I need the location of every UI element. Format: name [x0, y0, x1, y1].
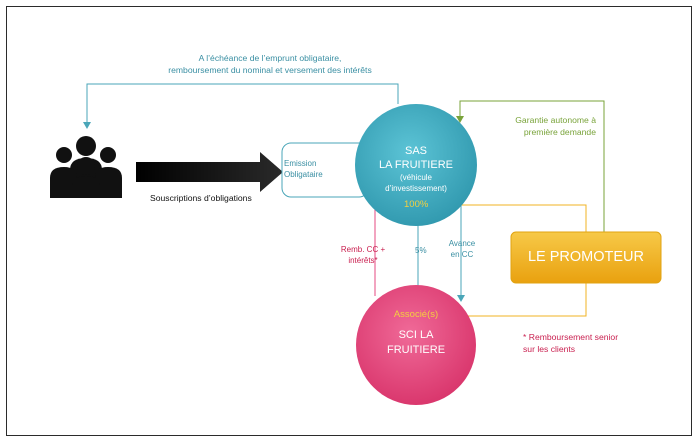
subscription-caption: Souscriptions d’obligations [150, 193, 252, 203]
repayment-connector [83, 83, 399, 129]
reimbursement-line1: Remb. CC + [340, 245, 386, 254]
sas-percentage: 100% [404, 199, 429, 210]
promoteur-associes-connector [447, 282, 587, 320]
emission-line1: Emission [284, 159, 317, 168]
top-note-line2: remboursement du nominal et versement de… [168, 65, 372, 75]
top-note: A l’échéance de l’emprunt obligataire, r… [130, 52, 410, 76]
sci-circle [356, 285, 476, 405]
sci-line1: SCI LA [398, 329, 434, 341]
sas-title: SAS [404, 145, 427, 157]
sci-label: SCI LA FRUITIERE [356, 328, 476, 358]
advance-line1: Avance [448, 239, 476, 248]
sas-circle [355, 104, 477, 226]
five-pct-label: 5% [415, 246, 427, 255]
footnote-line1: * Remboursement senior [523, 332, 619, 342]
sas-label: SAS LA FRUITIERE (véhicule d’investissem… [360, 144, 472, 194]
advance-line2: en CC [450, 250, 474, 259]
sas-note-line1: (véhicule [399, 173, 432, 182]
guarantee-connector [456, 100, 605, 232]
promoteur-label: LE PROMOTEUR [527, 249, 644, 265]
guarantee-line2: première demande [523, 127, 596, 137]
advance-label: Avance en CC [444, 238, 480, 260]
top-note-line1: A l’échéance de l’emprunt obligataire, [198, 53, 342, 63]
sas-note-line2: d’investissement) [385, 184, 447, 193]
footnote-line2: sur les clients [523, 344, 576, 354]
emission-label: Emission Obligataire [284, 158, 350, 180]
footnote: * Remboursement senior sur les clients [523, 331, 618, 355]
promoteur-sas-connector [445, 201, 587, 232]
promoteur-box-shape [510, 231, 662, 284]
sci-line2: FRUITIERE [386, 344, 446, 356]
subscription-arrow [136, 152, 283, 192]
sas-name: LA FRUITIERE [379, 159, 453, 171]
reimbursement-label: Remb. CC + intérêts* [335, 244, 391, 266]
guarantee-label: Garantie autonome à première demande [501, 114, 596, 138]
sci-associes: Associé(s) [393, 309, 439, 320]
emission-line2: Obligataire [284, 170, 323, 179]
people-group-icon [50, 136, 122, 198]
guarantee-line1: Garantie autonome à [515, 115, 596, 125]
reimbursement-line2: intérêts* [348, 256, 378, 265]
diagram-frame [6, 6, 692, 436]
